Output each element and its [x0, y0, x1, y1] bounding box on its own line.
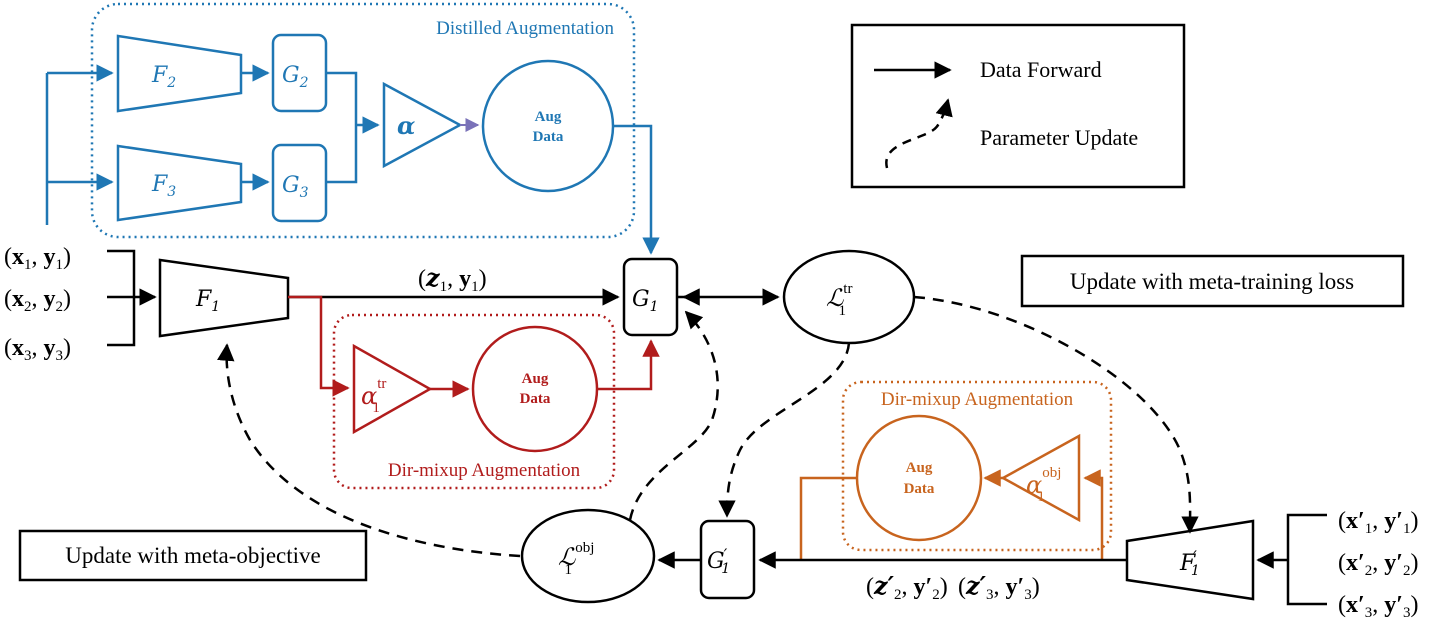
update-Lobj-to-G1 — [628, 310, 719, 521]
edge-aug-to-G1p — [799, 476, 857, 560]
input-right-2: (x′2, y′2) — [1338, 550, 1419, 579]
legend-forward-label: Data Forward — [980, 57, 1102, 82]
right-inputs: (x′1, y′1) (x′2, y′2) (x′3, y′3) — [1256, 508, 1419, 621]
edge-F1-alphatr — [288, 295, 350, 397]
legend-box — [850, 23, 1186, 189]
edge-F1p-alphaobj — [1083, 469, 1104, 560]
F2-label: F2 — [151, 63, 176, 91]
dirmix-bottom-aug-line1: Aug — [906, 460, 933, 476]
distilled-aug-line1: Aug — [535, 109, 562, 125]
right-bracket — [1286, 513, 1327, 606]
edge-aug-to-G1 — [613, 124, 660, 255]
distilled-augmentation-group: Distilled Augmentation F2 F3 G2 G3 α Aug… — [45, 2, 660, 255]
F1-encoder — [158, 258, 290, 338]
edge-G2-merge — [326, 71, 358, 184]
F3-label: F3 — [151, 172, 176, 200]
input-left-1: (x1, y1) — [4, 244, 71, 273]
alpha-label: α — [397, 111, 415, 140]
F1p-label: F′1 — [1179, 547, 1200, 579]
legend-update-label: Parameter Update — [980, 125, 1138, 150]
alpha-tr-triangle — [352, 343, 433, 435]
alpha-triangle — [382, 81, 463, 169]
legend-update-arrow — [885, 98, 953, 169]
distilled-aug-data — [481, 59, 615, 193]
L-obj-loss — [520, 508, 656, 604]
F1p-encoder — [1125, 519, 1255, 601]
distilled-augmentation-box — [90, 2, 636, 239]
update-Lobj-to-F1 — [217, 343, 521, 558]
input-right-3: (x′3, y′3) — [1338, 592, 1419, 621]
dirmix-bottom-aug-data — [855, 414, 983, 542]
F3-encoder — [116, 144, 243, 222]
dirmix-bottom-label: Dir-mixup Augmentation — [881, 389, 1074, 410]
legend: Data Forward Parameter Update — [850, 23, 1186, 189]
F1-label: F1 — [195, 287, 220, 315]
dirmix-top-aug-line1: Aug — [522, 371, 549, 387]
F2-encoder — [116, 34, 243, 113]
dirmix-bottom-aug-line2: Data — [904, 481, 935, 497]
dirmix-top-aug-data — [471, 325, 599, 453]
dirmix-top-box — [332, 313, 616, 490]
edge-label-z3y3: (z′3, y′3) — [958, 571, 1040, 603]
G1p-label: G′1 — [707, 545, 730, 577]
update-Ltr-to-G1p — [718, 342, 851, 518]
G2-label: G2 — [282, 63, 309, 91]
meta-training-label: Update with meta-training loss — [1070, 269, 1354, 294]
input-left-2: (x2, y2) — [4, 286, 71, 315]
meta-training-box — [1020, 254, 1405, 308]
L-tr-loss — [782, 249, 916, 345]
alpha-obj-triangle — [1000, 433, 1081, 523]
G3-label: G3 — [282, 173, 309, 201]
edge-label-z1y1: (z1, y1) — [418, 263, 487, 295]
left-inputs: (x1, y1) (x2, y2) (x3, y3) — [4, 244, 157, 364]
parameter-updates — [217, 295, 1199, 558]
input-right-1: (x′1, y′1) — [1338, 508, 1419, 537]
edge-aug-to-G1-red — [597, 339, 660, 391]
dirmix-bottom-box — [841, 380, 1113, 552]
G1-label: G1 — [632, 287, 659, 315]
distilled-aug-line2: Data — [533, 129, 564, 145]
dirmix-top-aug-line2: Data — [520, 391, 551, 407]
distilled-augmentation-label: Distilled Augmentation — [436, 18, 614, 39]
meta-objective-label: Update with meta-objective — [65, 543, 320, 568]
meta-objective-box — [18, 529, 368, 582]
edge-label-z2y2: (z′2, y′2) — [866, 571, 948, 603]
input-left-3: (x3, y3) — [4, 335, 71, 364]
update-Ltr-to-F1p — [913, 295, 1199, 534]
dirmix-top-label: Dir-mixup Augmentation — [388, 460, 581, 481]
